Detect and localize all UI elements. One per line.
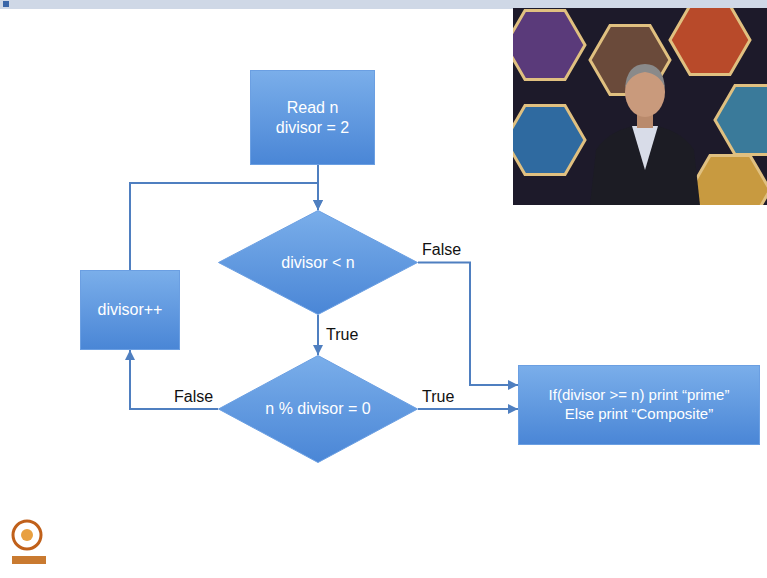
diamond-shape xyxy=(219,211,418,315)
logo-core xyxy=(21,529,33,541)
hexagon xyxy=(513,10,585,79)
edge-label: False xyxy=(420,241,463,259)
decision-diamond: n % divisor = 0 xyxy=(218,355,418,463)
connector xyxy=(125,350,218,409)
process-box: Read ndivisor = 2 xyxy=(250,70,375,165)
arrow-head xyxy=(125,350,135,360)
node-content: Read ndivisor = 2 xyxy=(259,77,366,158)
node-text: n % divisor = 0 xyxy=(265,399,370,419)
app-icon xyxy=(3,1,9,7)
arrow-head xyxy=(508,404,518,414)
hexagon xyxy=(715,85,767,154)
node-content: n % divisor = 0 xyxy=(258,399,378,419)
connector xyxy=(418,263,518,391)
person-hair xyxy=(625,64,665,88)
arrow-head xyxy=(313,345,323,355)
node-text: If(divisor >= n) print “prime” xyxy=(549,386,730,405)
logo-band xyxy=(12,556,46,564)
node-content: divisor++ xyxy=(89,277,171,343)
arrow-head xyxy=(313,200,323,210)
arrow-head xyxy=(508,380,518,390)
decision-diamond: divisor < n xyxy=(218,210,418,315)
edge-label: False xyxy=(172,388,215,406)
output-box: If(divisor >= n) print “prime”Else print… xyxy=(518,365,760,445)
connector-line xyxy=(130,350,218,409)
node-text: divisor++ xyxy=(98,300,163,320)
diamond-shape xyxy=(219,356,418,463)
arrow-head xyxy=(313,200,323,210)
process-box: divisor++ xyxy=(80,270,180,350)
connector xyxy=(313,315,323,355)
video-inset xyxy=(513,8,767,205)
hexagon xyxy=(513,105,585,174)
logo-ring xyxy=(13,521,41,549)
connector-line xyxy=(418,408,518,410)
hexagon xyxy=(670,8,750,75)
hexagon xyxy=(690,155,767,205)
node-text: divisor = 2 xyxy=(276,118,349,138)
node-text: Else print “Composite” xyxy=(565,405,713,424)
edge-label: True xyxy=(324,326,360,344)
title-bar xyxy=(0,0,767,9)
connector-line xyxy=(418,263,518,386)
node-text: divisor < n xyxy=(281,253,354,273)
person-shirt xyxy=(632,126,658,170)
node-content: divisor < n xyxy=(258,253,378,273)
node-text: Read n xyxy=(287,98,339,118)
node-content: If(divisor >= n) print “prime”Else print… xyxy=(527,372,751,438)
person-suit xyxy=(590,124,700,205)
edge-label: True xyxy=(420,388,456,406)
